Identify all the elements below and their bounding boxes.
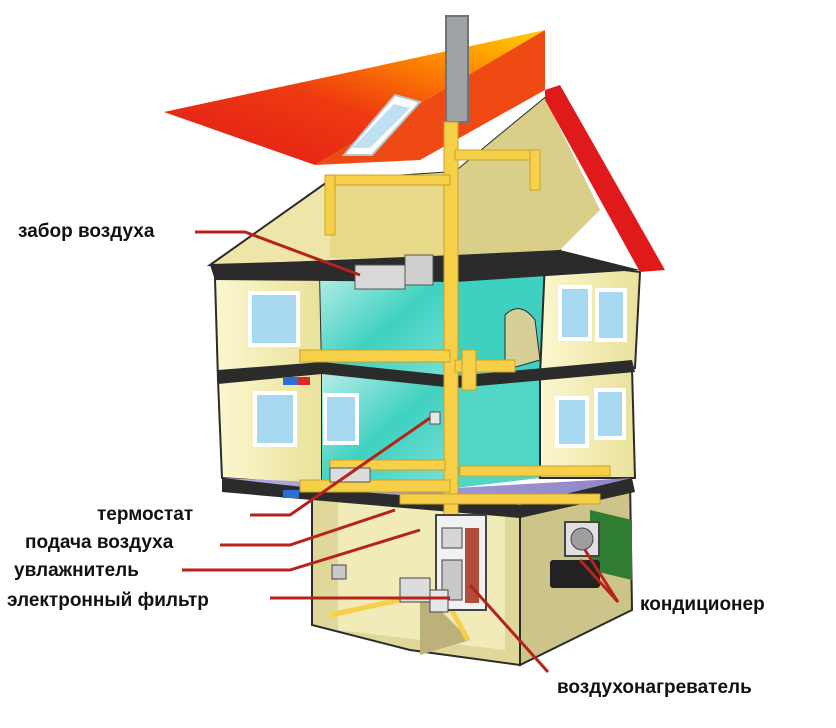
label-thermostat: термостат <box>97 504 194 525</box>
label-electronic-filter: электронный фильтр <box>7 590 209 611</box>
ductwork <box>299 121 611 518</box>
label-air-heater: воздухонагреватель <box>557 677 752 698</box>
pointer-lines <box>182 230 620 674</box>
label-air-conditioner: кондиционер <box>640 594 765 615</box>
roof <box>164 15 665 272</box>
equipment <box>283 254 632 613</box>
label-air-supply: подача воздуха <box>25 532 174 553</box>
label-humidifier: увлажнитель <box>14 560 139 581</box>
label-air-intake: забор воздуха <box>18 221 155 242</box>
